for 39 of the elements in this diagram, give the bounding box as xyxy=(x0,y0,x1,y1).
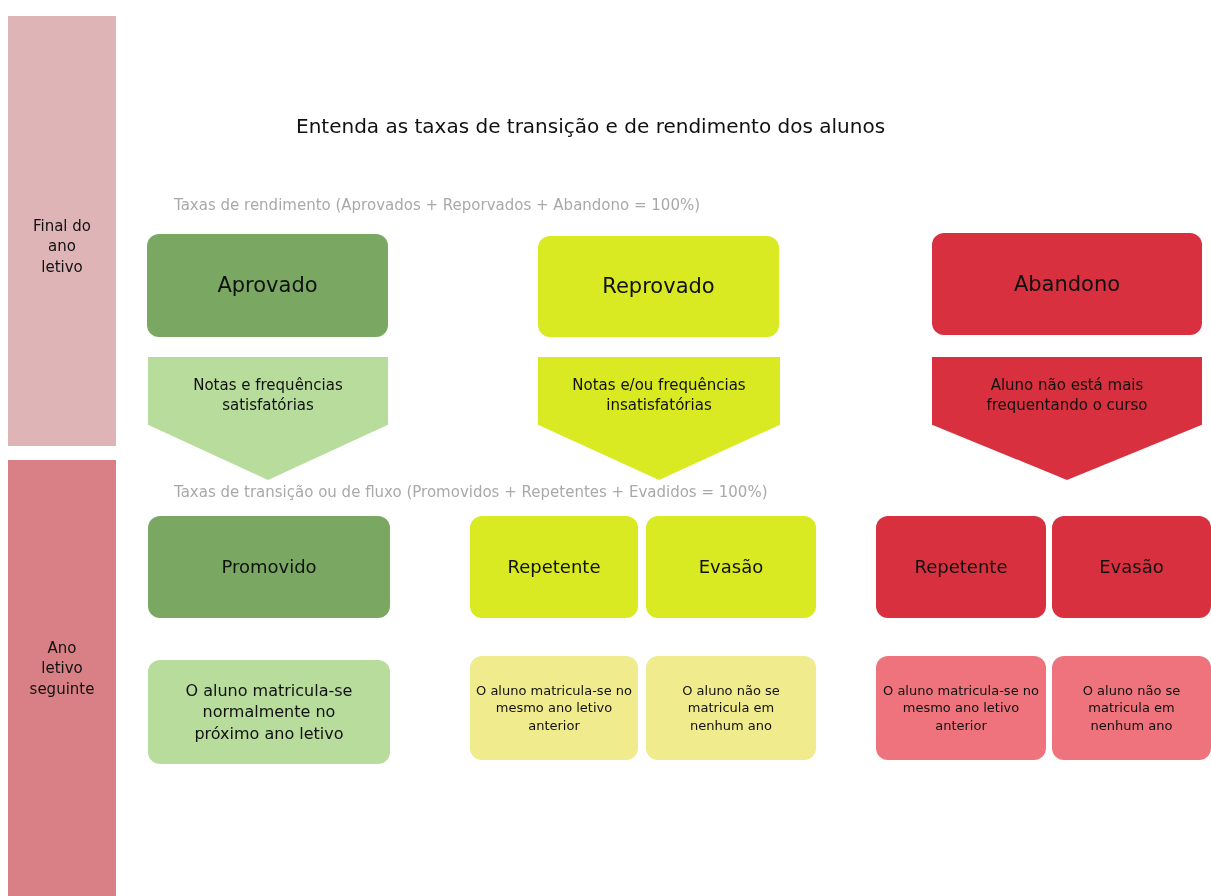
description-text: O aluno não se matricula em nenhum ano xyxy=(681,681,781,735)
chevron-banner xyxy=(932,357,1202,480)
status-label: Repetente xyxy=(507,554,601,579)
description-box xyxy=(148,660,390,764)
chevron-banner xyxy=(148,357,388,480)
status-box xyxy=(932,233,1202,335)
description-text: O aluno matricula-se no mesmo ano letivo anterior xyxy=(475,681,633,735)
status-label: Evasão xyxy=(698,554,764,579)
banner-text: Aluno não está mais frequentando o curso xyxy=(985,375,1149,416)
description-box xyxy=(876,656,1046,760)
status-label: Reprovado xyxy=(602,273,715,301)
status-box xyxy=(148,516,390,618)
banner-text: Notas e/ou frequências insatisfatórias xyxy=(571,375,747,416)
description-text: O aluno matricula-se normalmente no próximo ano letivo xyxy=(184,679,354,745)
status-label: Repetente xyxy=(914,554,1008,579)
band-label: Final do ano letivo xyxy=(31,216,92,277)
description-box xyxy=(470,656,638,760)
status-box xyxy=(147,234,388,337)
status-label: Abandono xyxy=(1013,270,1121,298)
rate-caption: Taxas de transição ou de fluxo (Promovidos + Repetentes + Evadidos = 100%) xyxy=(174,483,768,501)
status-label: Aprovado xyxy=(217,272,318,300)
status-box xyxy=(876,516,1046,618)
side-band xyxy=(8,16,116,446)
status-label: Evasão xyxy=(1099,554,1164,579)
status-box xyxy=(1052,516,1211,618)
rate-caption: Taxas de rendimento (Aprovados + Reporvados + Abandono = 100%) xyxy=(174,196,701,214)
band-label: Ano letivo seguinte xyxy=(28,638,96,699)
description-box xyxy=(1052,656,1211,760)
status-box xyxy=(470,516,638,618)
description-text: O aluno matricula-se no mesmo ano letivo anterior xyxy=(882,681,1040,735)
side-band xyxy=(8,460,116,896)
status-box xyxy=(646,516,816,618)
description-text: O aluno não se matricula em nenhum ano xyxy=(1081,681,1182,735)
description-box xyxy=(646,656,816,760)
status-label: Promovido xyxy=(221,554,317,579)
status-box xyxy=(538,236,779,337)
banner-text: Notas e frequências satisfatórias xyxy=(192,375,344,416)
chevron-banner xyxy=(538,357,780,480)
diagram-title: Entenda as taxas de transição e de rendimento dos alunos xyxy=(296,114,886,138)
